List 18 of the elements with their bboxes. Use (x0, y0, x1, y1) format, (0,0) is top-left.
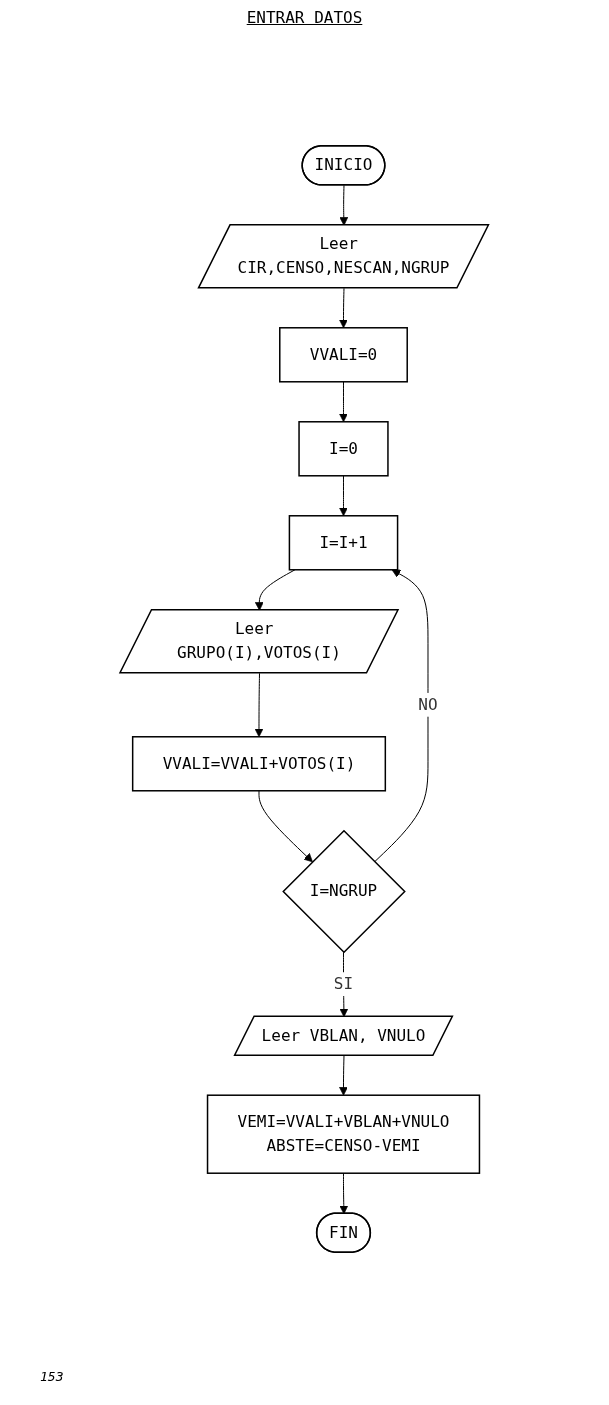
edge-label: SI (334, 974, 354, 994)
node-box: VVALI=VVALI+VOTOS(I) (132, 736, 387, 792)
node-box: VVALI=0 (279, 327, 409, 383)
arrow (339, 1172, 349, 1215)
title: ENTRAR DATOS (245, 8, 364, 27)
node-box: VEMI=VVALI+VBLAN+VNULO ABSTE=CENSO-VEMI (207, 1094, 481, 1174)
node-diamond: I=NGRUP (282, 829, 407, 954)
arrow (339, 1055, 349, 1096)
node-box: I=0 (298, 421, 389, 477)
node-box: I=I+1 (288, 515, 399, 571)
arrow (339, 287, 349, 329)
edge-label: NO (418, 694, 438, 714)
arrow (339, 381, 349, 423)
page-number: 153 (40, 1369, 64, 1384)
arrow (374, 569, 429, 863)
arrow (339, 475, 349, 517)
arrow (258, 790, 314, 863)
arrow (254, 672, 264, 738)
